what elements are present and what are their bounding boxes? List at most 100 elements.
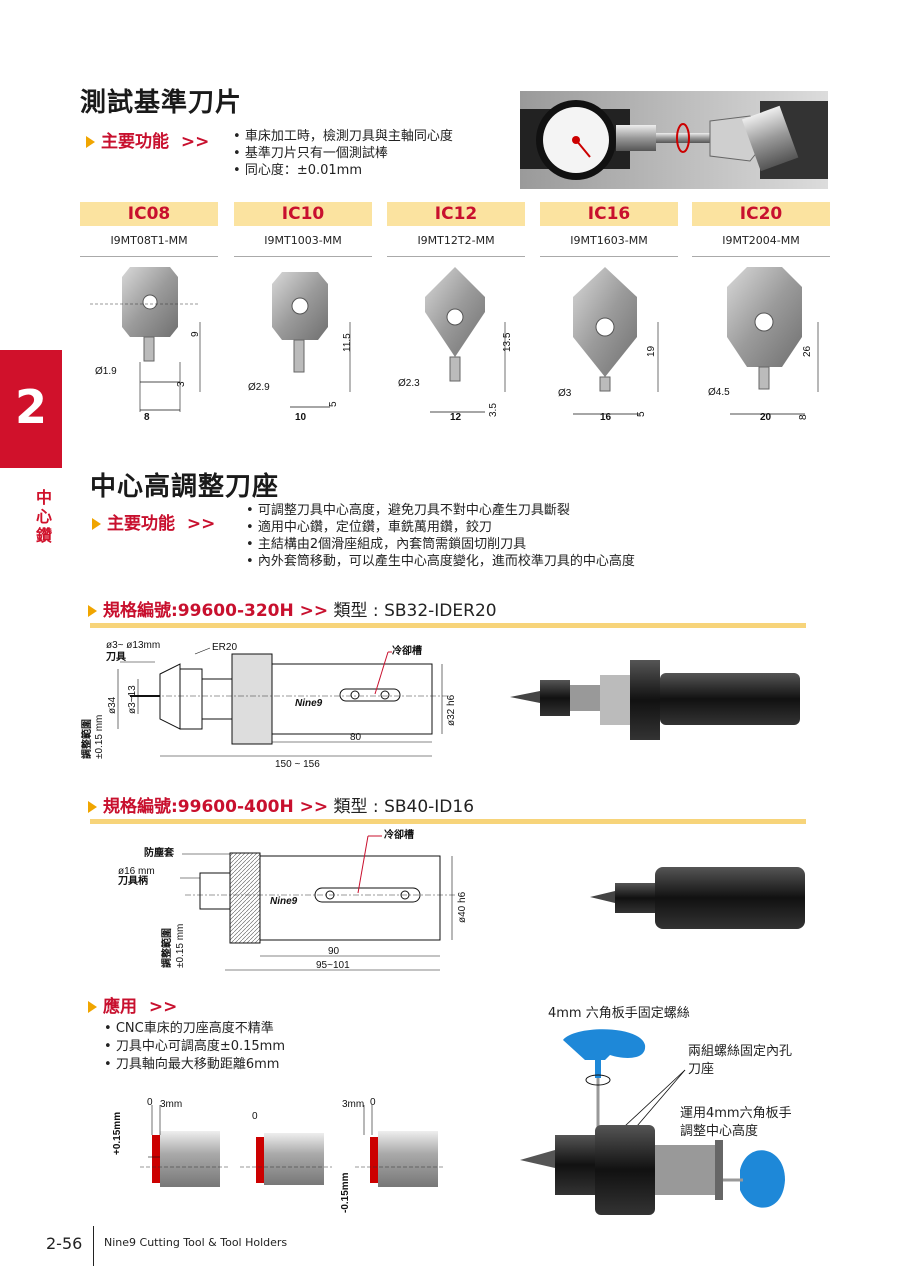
height-label: 26 xyxy=(802,345,813,357)
er-label: ER20 xyxy=(212,642,237,653)
height-label: 3.5 xyxy=(488,403,499,417)
triangle-icon xyxy=(86,136,95,148)
length-90-label: 90 xyxy=(328,946,340,957)
insert-code-ic16: IC16 xyxy=(540,202,678,226)
divider xyxy=(93,1226,94,1266)
section2-func-label: 主要功能 >> xyxy=(92,509,215,534)
zero-label: 0 xyxy=(147,1097,153,1108)
length-80-label: 80 xyxy=(350,732,362,743)
list-item: 基準刀片只有一個測試棒 xyxy=(233,145,453,162)
application-diagram: 0 3mm +0.15mm 0 3mm 0 -0.15mm xyxy=(112,1097,445,1213)
adjust-range-label: 調整範圍 xyxy=(160,928,173,968)
tool-range-label: ø3~ ø13mm xyxy=(106,640,160,651)
height-label: 9 xyxy=(190,331,201,337)
width-label: 12 xyxy=(450,412,462,423)
height-label: 11.5 xyxy=(342,333,353,352)
adjust-value-label: ±0.15 mm xyxy=(175,924,186,968)
diameter-3-13-label: ø3~13 xyxy=(127,685,138,714)
application-bullets: CNC車床的刀座高度不精準 刀具中心可調高度±0.15mm 刀具軸向最大移動距離… xyxy=(104,1020,285,1074)
insert-code-ic10: IC10 xyxy=(234,202,372,226)
insert-ic20 xyxy=(727,267,802,390)
length-150-label: 150 ~ 156 xyxy=(275,759,320,770)
width-label: 10 xyxy=(295,412,307,423)
list-item: 車床加工時，檢測刀具與主軸同心度 xyxy=(233,128,453,145)
diameter-32-label: ø32 h6 xyxy=(446,694,457,726)
insert-code-ic12: IC12 xyxy=(387,202,525,226)
adjust-value-label: ±0.15 mm xyxy=(94,715,105,759)
coolant-label: 冷卻槽 xyxy=(392,644,422,657)
spec1-drawing: ø3~ ø13mm 刀具 ER20 冷卻槽 ø34 ø3~13 ø32 h6 8… xyxy=(80,640,457,770)
brand-label: Nine9 xyxy=(295,698,323,709)
triangle-icon xyxy=(88,1001,97,1013)
height-label: 5 xyxy=(328,401,339,407)
insert-part-number: I9MT2004-MM xyxy=(722,234,800,247)
shank-label: 刀具柄 xyxy=(118,874,148,887)
section1-bullets: 車床加工時，檢測刀具與主軸同心度 基準刀片只有一個測試棒 同心度：±0.01mm xyxy=(233,128,453,179)
insert-ic10 xyxy=(272,272,328,373)
insert-part-number: I9MT12T2-MM xyxy=(417,234,495,247)
insert-ic16 xyxy=(573,267,637,392)
divider xyxy=(540,256,678,257)
section2-title: 中心高調整刀座 xyxy=(90,472,280,502)
zero-label: 0 xyxy=(252,1111,258,1122)
list-item: CNC車床的刀座高度不精準 xyxy=(104,1020,285,1038)
divider xyxy=(234,256,372,257)
footer-text: Nine9 Cutting Tool & Tool Holders xyxy=(104,1236,288,1249)
page-number: 2-56 xyxy=(46,1234,83,1253)
divider xyxy=(387,256,525,257)
list-item: 主結構由2個滑座組成，內套筒需鎖固切削刀具 xyxy=(246,536,635,553)
length-95-label: 95~101 xyxy=(316,960,350,971)
two-screws-label: 兩組螺絲固定內孔 xyxy=(688,1044,793,1059)
spec1-heading: 規格編號:99600-320H >> 類型 : SB32-IDER20 xyxy=(88,596,497,621)
insert-part-number: I9MT08T1-MM xyxy=(110,234,188,247)
section1-func-label: 主要功能 >> xyxy=(86,127,209,152)
list-item: 刀具軸向最大移動距離6mm xyxy=(104,1056,285,1074)
chapter-label: 中心鑽 xyxy=(35,488,52,545)
insert-code-ic08: IC08 xyxy=(80,202,218,226)
triangle-icon xyxy=(88,605,97,617)
insert-ic12 xyxy=(425,267,485,382)
minus-offset-label: -0.15mm xyxy=(340,1172,351,1213)
brand-label: Nine9 xyxy=(270,896,298,907)
list-item: 可調整刀具中心高度，避免刀具不對中心產生刀具斷裂 xyxy=(246,502,635,519)
pin-diameter-label: Ø3 xyxy=(558,388,572,399)
diameter-34-label: ø34 xyxy=(107,696,118,714)
seat-label: 刀座 xyxy=(688,1062,715,1077)
divider xyxy=(90,819,806,824)
triangle-icon xyxy=(88,801,97,813)
dial-indicator-photo xyxy=(520,91,828,189)
divider xyxy=(90,623,806,628)
spec2-heading: 規格編號:99600-400H >> 類型 : SB40-ID16 xyxy=(88,792,474,817)
list-item: 同心度：±0.01mm xyxy=(233,162,453,179)
tool-label: 刀具 xyxy=(106,651,126,663)
diameter-40-label: ø40 h6 xyxy=(457,891,468,923)
wrench-holder-photo xyxy=(520,1029,785,1215)
height-label: 13.5 xyxy=(502,332,513,352)
width-label: 8 xyxy=(144,412,150,423)
height-label: 19 xyxy=(646,345,657,357)
height-label: 3 xyxy=(176,381,187,387)
plus-offset-label: +0.15mm xyxy=(112,1112,123,1155)
divider xyxy=(80,256,218,257)
zero-label: 0 xyxy=(370,1097,376,1108)
list-item: 適用中心鑽，定位鑽，車銑萬用鑽，鉸刀 xyxy=(246,519,635,536)
pin-diameter-label: Ø4.5 xyxy=(708,387,730,398)
adjust-center-label: 調整中心高度 xyxy=(680,1124,759,1139)
chapter-tab xyxy=(0,350,62,468)
height-label: 5 xyxy=(636,411,647,417)
three-mm-label: 3mm xyxy=(160,1099,182,1110)
insert-part-number: I9MT1603-MM xyxy=(570,234,648,247)
list-item: 內外套筒移動，可以產生中心高度變化，進而校準刀具的中心高度 xyxy=(246,553,635,570)
insert-ic08 xyxy=(90,267,200,362)
chapter-number: 2 xyxy=(14,380,47,434)
width-label: 20 xyxy=(760,412,772,423)
height-label: 8 xyxy=(798,414,809,420)
shank-size-label: ø16 mm xyxy=(118,866,155,877)
holder-photo-2 xyxy=(590,867,805,929)
pin-diameter-label: Ø2.3 xyxy=(398,378,420,389)
section2-bullets: 可調整刀具中心高度，避免刀具不對中心產生刀具斷裂 適用中心鑽，定位鑽，車銑萬用鑽… xyxy=(246,502,635,570)
list-item: 刀具中心可調高度±0.15mm xyxy=(104,1038,285,1056)
pin-diameter-label: Ø1.9 xyxy=(95,366,117,377)
dust-cover-label: 防塵套 xyxy=(144,846,175,859)
coolant-label: 冷卻槽 xyxy=(384,828,414,841)
